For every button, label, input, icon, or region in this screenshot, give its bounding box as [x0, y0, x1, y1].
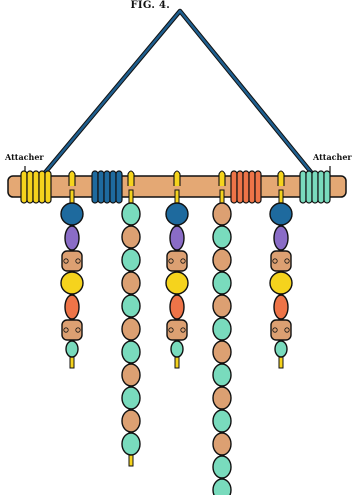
hanger-wire-fill: [28, 11, 328, 193]
bead-coral-oval: [170, 295, 184, 319]
bead-tan-cube: [271, 320, 291, 340]
wrap-mint: [300, 171, 330, 203]
wrap-coral: [231, 171, 261, 203]
bead-coral-oval: [274, 295, 288, 319]
bead-tan-oval: [213, 341, 231, 363]
bead-tan-oval: [122, 272, 140, 294]
bead-mint-oval: [122, 295, 140, 317]
bead-mint-oval: [213, 456, 231, 478]
wrap-yellow: [21, 171, 51, 203]
bead-purple-oval: [170, 226, 184, 250]
bead-mint-oval: [122, 341, 140, 363]
bead-tan-oval: [122, 226, 140, 248]
bead-mint-oval: [213, 226, 231, 248]
bead-mint-oval: [213, 318, 231, 340]
bead-mint-oval: [213, 364, 231, 386]
bead-purple-oval: [274, 226, 288, 250]
strand-hook: [278, 171, 284, 186]
bead-yellow-round: [61, 272, 83, 294]
bead-tan-oval: [122, 364, 140, 386]
bead-yellow-round: [166, 272, 188, 294]
bead-navy-round: [166, 203, 188, 225]
bead-tan-oval: [213, 295, 231, 317]
bead-mint-small: [171, 341, 183, 357]
strand-2: [122, 171, 140, 466]
strand-hook: [174, 171, 180, 186]
bead-mint-oval: [122, 249, 140, 271]
wrap-navy: [92, 171, 122, 203]
bead-tan-oval: [213, 387, 231, 409]
bead-mint-oval: [213, 479, 231, 495]
bead-yellow-round: [270, 272, 292, 294]
bead-mint-oval: [122, 203, 140, 225]
strand-5: [270, 171, 292, 368]
strand-4: [213, 171, 231, 495]
strand-hook: [69, 171, 75, 186]
bead-purple-oval: [65, 226, 79, 250]
bead-tan-cube: [167, 251, 187, 271]
bead-mint-small: [275, 341, 287, 357]
bead-tan-oval: [122, 410, 140, 432]
bead-tan-cube: [271, 251, 291, 271]
bead-mint-oval: [213, 410, 231, 432]
strand-3: [166, 171, 188, 368]
bead-navy-round: [61, 203, 83, 225]
bead-navy-round: [270, 203, 292, 225]
bead-mint-oval: [122, 433, 140, 455]
bead-tan-cube: [62, 251, 82, 271]
strand-hook: [128, 171, 134, 186]
strand-1: [61, 171, 83, 368]
bead-tan-oval: [213, 433, 231, 455]
hanger-wire: [28, 11, 328, 193]
bead-mint-oval: [122, 387, 140, 409]
strand-hook: [219, 171, 225, 186]
bead-mint-small: [66, 341, 78, 357]
bead-coral-oval: [65, 295, 79, 319]
bead-mint-oval: [213, 272, 231, 294]
bead-tan-cube: [167, 320, 187, 340]
bead-tan-oval: [213, 203, 231, 225]
bead-tan-oval: [122, 318, 140, 340]
bead-tan-cube: [62, 320, 82, 340]
bead-tan-oval: [213, 249, 231, 271]
